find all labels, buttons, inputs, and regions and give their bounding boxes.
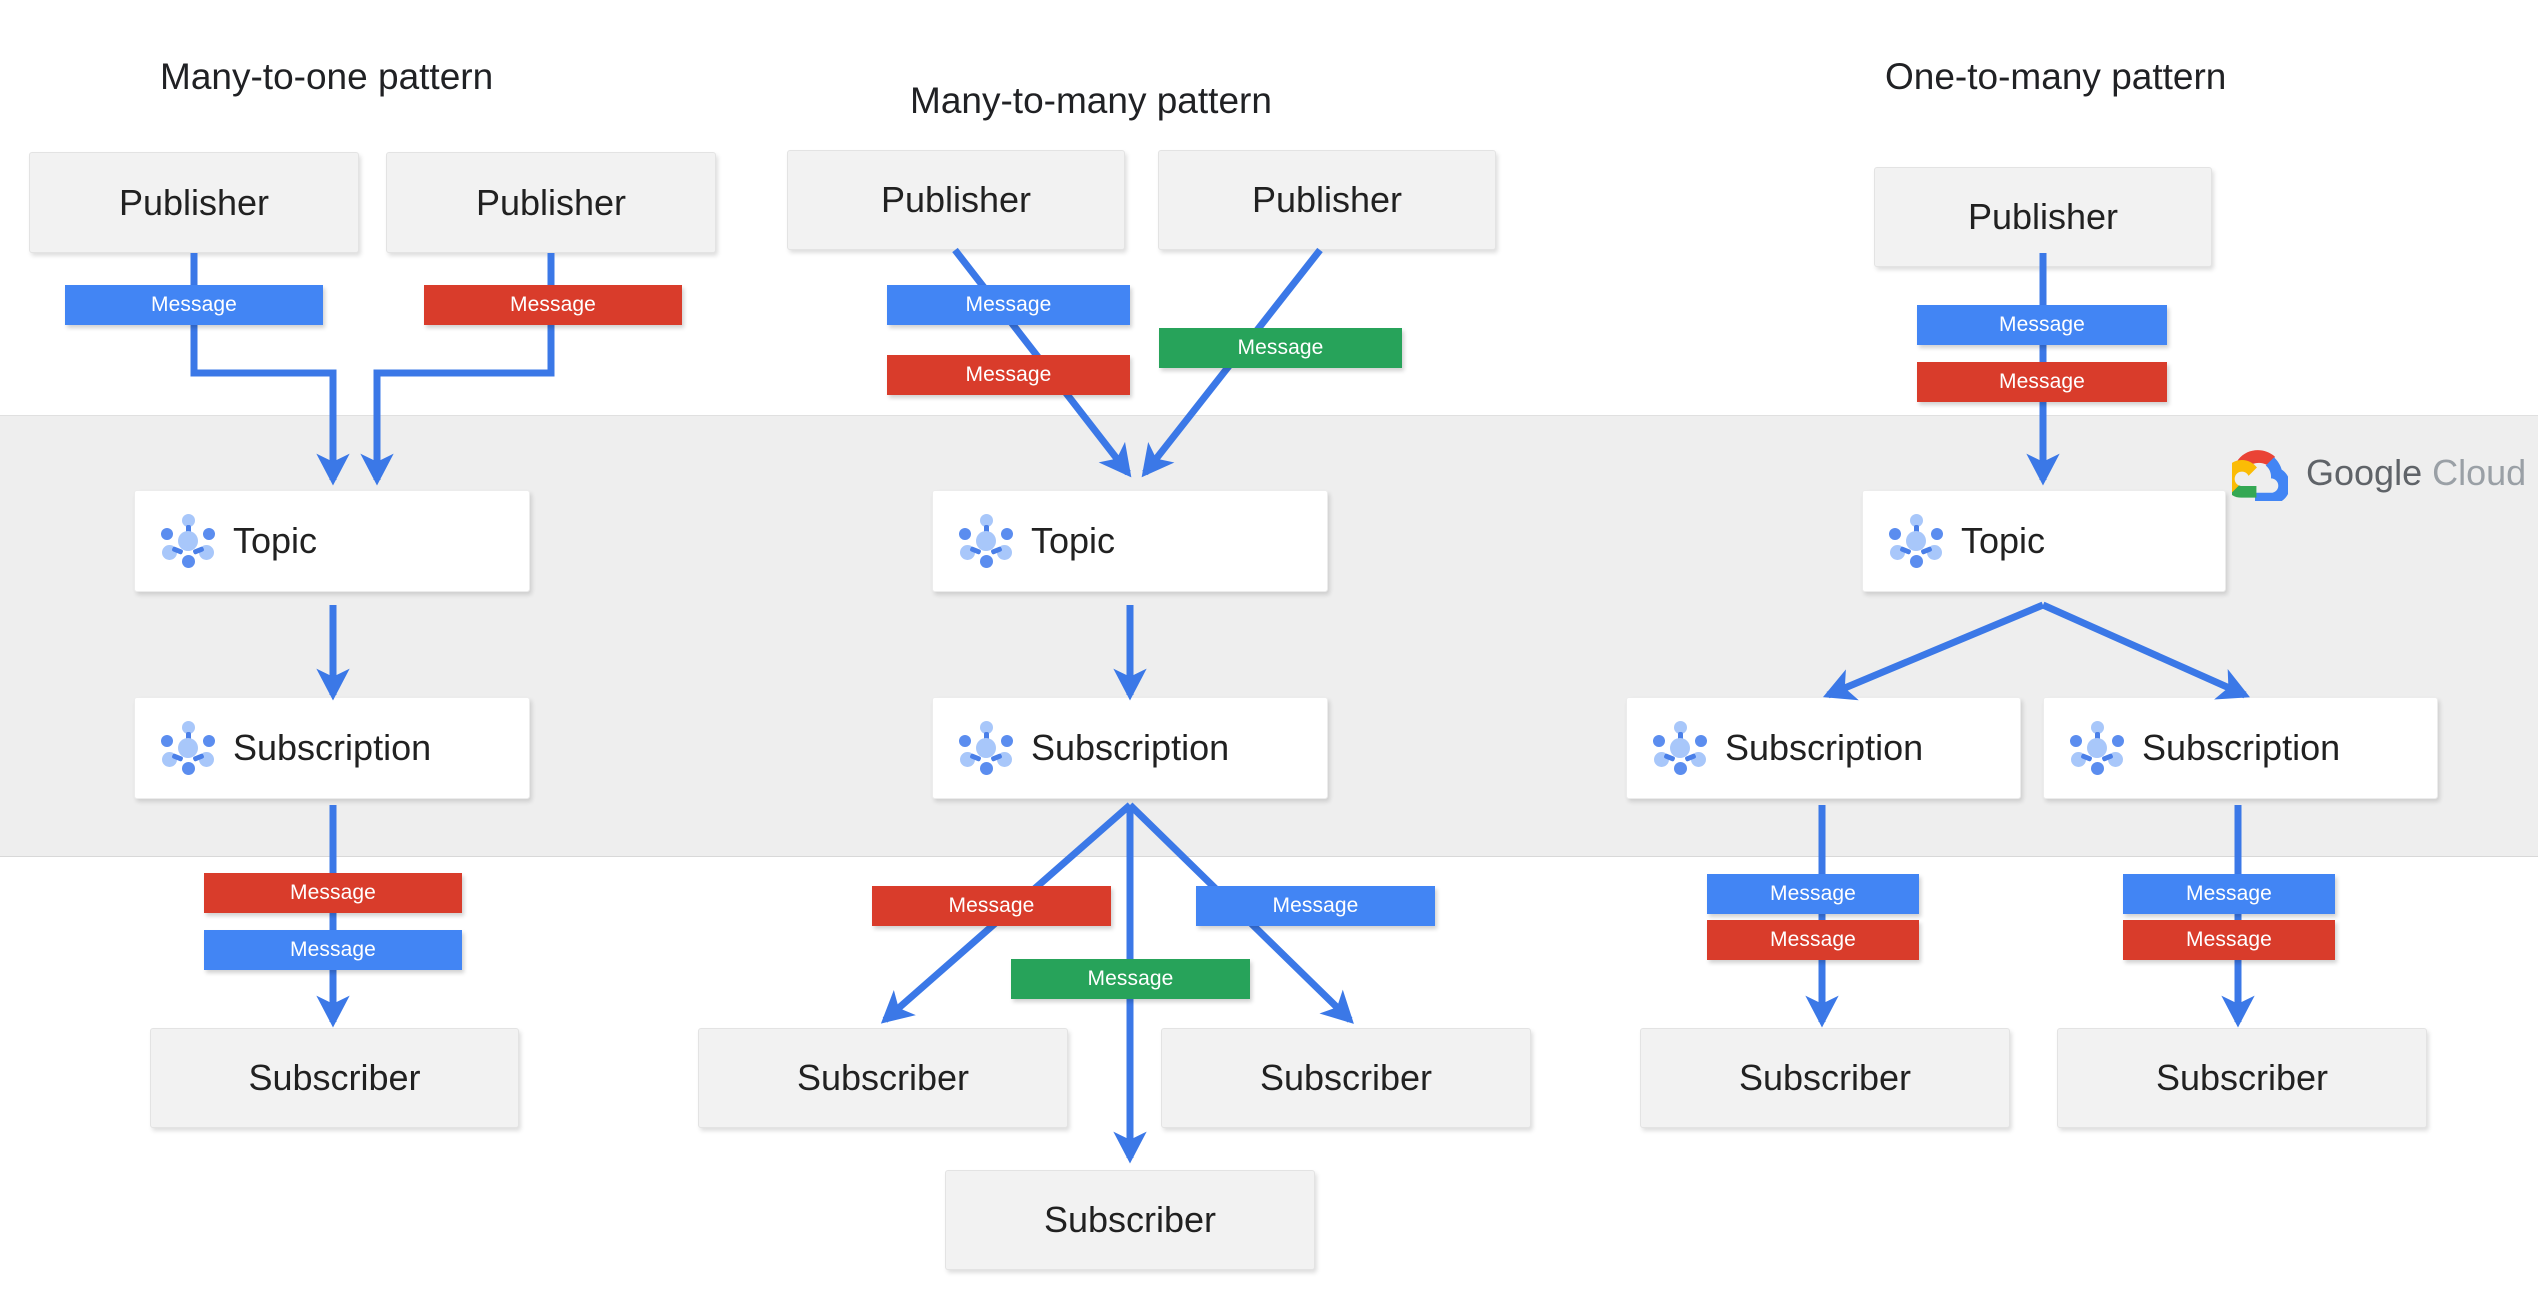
message-chip: Message [65,285,323,325]
publisher-label: Publisher [1967,196,2119,237]
message-label: Message [948,894,1035,917]
message-label: Message [290,881,376,904]
subscription-label: Subscription [233,727,432,768]
publisher-box[interactable]: Publisher [1158,150,1496,250]
message-chip: Message [1011,959,1250,999]
message-chip: Message [1707,920,1919,960]
brand-cloud: Cloud [2432,452,2527,493]
subscriber-label: Subscriber [1259,1057,1433,1098]
brand-google: Google [2306,452,2423,493]
publisher-label: Publisher [1251,179,1403,220]
subscriber-label: Subscriber [2155,1057,2329,1098]
message-chip: Message [1159,328,1402,368]
pubsub-icon [1889,514,1943,568]
message-label: Message [965,363,1052,386]
pubsub-icon [959,514,1013,568]
message-chip: Message [1917,362,2167,402]
publisher-box[interactable]: Publisher [1874,167,2212,267]
subscriber-box[interactable]: Subscriber [698,1028,1068,1128]
subscription-box[interactable]: Subscription [932,697,1328,799]
subscriber-box[interactable]: Subscriber [1640,1028,2010,1128]
message-chip: Message [887,285,1130,325]
pubsub-icon [161,514,215,568]
message-chip: Message [872,886,1111,926]
message-label: Message [1999,370,2085,393]
subscription-box[interactable]: Subscription [2043,697,2438,799]
topic-label: Topic [1961,520,2046,561]
topic-label: Topic [233,520,318,561]
subscriber-label: Subscriber [248,1057,421,1098]
topic-label: Topic [1031,520,1116,561]
message-label: Message [1770,928,1856,951]
publisher-box[interactable]: Publisher [787,150,1125,250]
pattern-title-one-to-many: One-to-many pattern [1885,56,2227,97]
message-chip: Message [424,285,682,325]
message-chip: Message [2123,874,2335,914]
google-cloud-mark-icon [2223,445,2291,505]
subscription-label: Subscription [1031,727,1230,768]
pattern-title-many-to-one: Many-to-one pattern [160,56,494,97]
publisher-label: Publisher [880,179,1032,220]
message-label: Message [1272,894,1359,917]
subscriber-label: Subscriber [796,1057,970,1098]
message-label: Message [1237,336,1324,359]
message-chip: Message [204,930,462,970]
message-chip: Message [2123,920,2335,960]
message-label: Message [290,938,376,961]
publisher-label: Publisher [475,181,627,223]
message-label: Message [151,293,237,316]
message-label: Message [510,293,596,316]
google-cloud-wordmark: Google Cloud [2306,452,2526,494]
subscriber-box[interactable]: Subscriber [945,1170,1315,1270]
message-chip: Message [1917,305,2167,345]
subscription-box[interactable]: Subscription [1626,697,2021,799]
subscription-label: Subscription [1725,727,1924,768]
message-chip: Message [204,873,462,913]
subscription-label: Subscription [2142,727,2341,768]
pubsub-icon [959,721,1013,775]
publisher-box[interactable]: Publisher [29,152,359,253]
subscription-box[interactable]: Subscription [134,697,530,799]
message-label: Message [2186,928,2272,951]
subscriber-label: Subscriber [1738,1057,1912,1098]
message-label: Message [1770,882,1856,905]
message-label: Message [1087,967,1174,990]
message-chip: Message [1707,874,1919,914]
message-label: Message [2186,882,2272,905]
subscriber-label: Subscriber [1043,1199,1217,1240]
google-cloud-logo: Google Cloud [2223,445,2526,505]
message-chip: Message [887,355,1130,395]
publisher-label: Publisher [118,181,270,223]
message-label: Message [965,293,1052,316]
pattern-title-many-to-many: Many-to-many pattern [910,80,1272,121]
topic-box[interactable]: Topic [932,490,1328,592]
subscriber-box[interactable]: Subscriber [2057,1028,2427,1128]
message-chip: Message [1196,886,1435,926]
topic-box[interactable]: Topic [1862,490,2226,592]
message-label: Message [1999,313,2085,336]
subscriber-box[interactable]: Subscriber [150,1028,519,1128]
topic-box[interactable]: Topic [134,490,530,592]
pubsub-icon [1653,721,1707,775]
subscriber-box[interactable]: Subscriber [1161,1028,1531,1128]
publisher-box[interactable]: Publisher [386,152,716,253]
pubsub-icon [161,721,215,775]
pubsub-icon [2070,721,2124,775]
